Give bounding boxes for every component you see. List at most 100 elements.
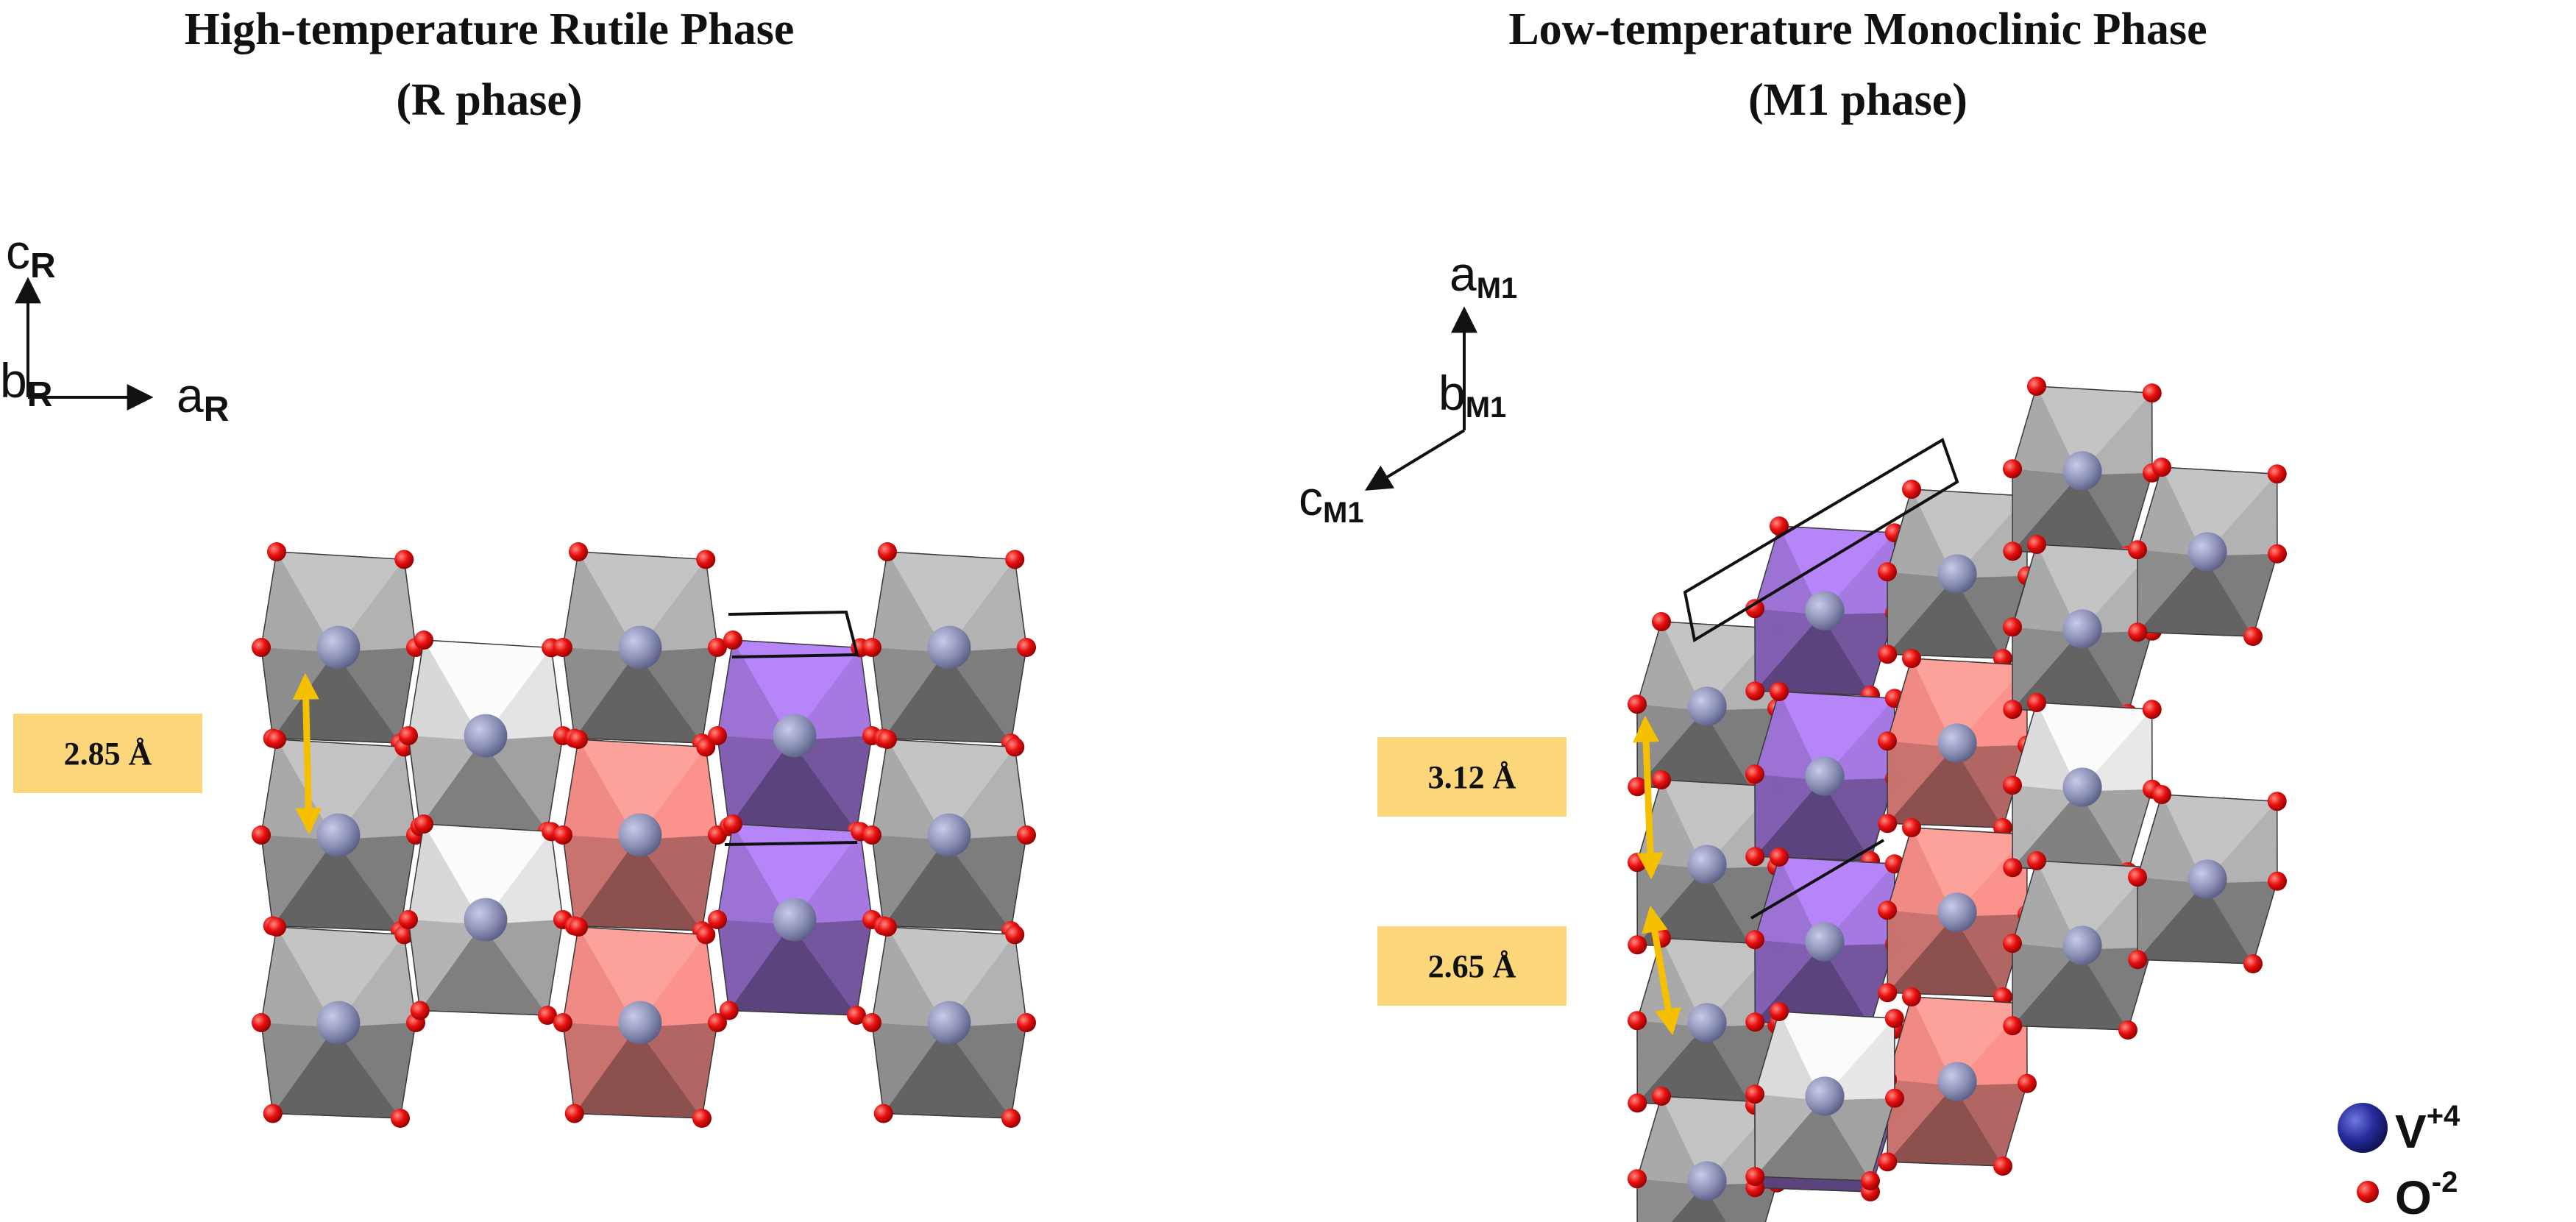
octahedron — [553, 730, 727, 940]
vanadium-atom — [2062, 926, 2102, 965]
oxygen-atom — [873, 1104, 893, 1123]
oxygen-atom — [1652, 770, 1671, 789]
oxygen-atom — [2027, 535, 2046, 554]
legend-oxygen-label: O-2 — [2395, 1166, 2458, 1222]
axis-a-m1-label: aM1 — [1450, 246, 1517, 305]
oxygen-atom — [1001, 1109, 1021, 1128]
axis-c-m1-label: cM1 — [1299, 471, 1364, 529]
octahedron — [862, 542, 1036, 753]
vanadium-atom — [2188, 859, 2227, 899]
oxygen-atom — [252, 638, 271, 657]
oxygen-atom — [1652, 1087, 1671, 1106]
vanadium-atom — [1805, 756, 1845, 796]
vanadium-atom — [464, 898, 508, 942]
oxygen-atom — [1884, 1009, 1904, 1029]
axis-c-m1-arrow — [1364, 429, 1466, 491]
oxygen-atom — [2267, 792, 2287, 811]
oxygen-atom — [2128, 540, 2147, 560]
oxygen-atom — [564, 1104, 584, 1123]
oxygen-atom — [2128, 867, 2147, 887]
oxygen-atom — [1878, 983, 1898, 1003]
oxygen-atom — [2018, 1073, 2037, 1093]
oxygen-atom — [1005, 925, 1025, 945]
octahedron — [1878, 987, 2037, 1176]
rutile-phase-title: High-temperature Rutile Phase (R phase) — [0, 0, 979, 135]
axis-a-r-label: aR — [177, 368, 229, 429]
vanadium-atom — [316, 625, 361, 669]
vanadium-atom — [1687, 845, 1727, 884]
octahedron — [2003, 377, 2162, 565]
oxygen-atom — [862, 1013, 881, 1032]
oxygen-atom — [399, 910, 418, 929]
oxygen-atom — [2142, 383, 2162, 403]
monoclinic-axes: aM1 bM1 cM1 — [1299, 246, 1517, 529]
oxygen-atom — [1745, 930, 1764, 950]
oxygen-atom — [1770, 516, 1789, 536]
oxygen-atom — [1652, 612, 1671, 631]
vanadium-atom — [1937, 892, 1977, 932]
oxygen-atom — [2128, 950, 2148, 970]
octahedron — [1745, 1002, 1904, 1190]
oxygen-atom — [1770, 848, 1789, 867]
oxygen-atom — [1745, 599, 1764, 619]
vanadium-atom — [773, 714, 817, 758]
legend-vanadium-label: V+4 — [2395, 1100, 2460, 1158]
oxygen-atom — [2027, 851, 2046, 870]
oxygen-atom — [1628, 1011, 1647, 1031]
vanadium-atom — [1937, 554, 1977, 594]
oxygen-atom — [1628, 777, 1647, 797]
octahedron — [862, 917, 1036, 1128]
oxygen-atom — [708, 1013, 727, 1032]
octahedron — [708, 814, 881, 1025]
vanadium-atom — [618, 1001, 662, 1045]
octahedron — [2003, 693, 2162, 881]
oxygen-atom — [2027, 693, 2046, 712]
oxygen-atom — [1745, 1167, 1765, 1187]
oxygen-atom — [1628, 935, 1647, 955]
oxygen-atom — [708, 910, 727, 929]
vanadium-atom — [927, 813, 971, 857]
oxygen-atom — [414, 814, 433, 834]
vanadium-atom — [773, 898, 817, 942]
oxygen-atom — [1885, 1088, 1904, 1108]
vanadium-atom — [618, 813, 662, 857]
oxygen-atom — [878, 730, 897, 749]
oxygen-atom — [252, 1013, 271, 1032]
oxygen-atom — [267, 730, 286, 749]
vanadium-atom — [1687, 1003, 1727, 1042]
oxygen-atom — [696, 925, 716, 945]
oxygen-atom — [553, 1013, 572, 1032]
oxygen-atom — [1861, 1171, 1880, 1190]
oxygen-atom — [2128, 622, 2148, 642]
oxygen-atom — [1628, 1169, 1647, 1189]
octahedron — [553, 542, 727, 753]
octahedron — [252, 730, 425, 940]
vanadium-atom — [1937, 1062, 1977, 1101]
octahedra-layer — [252, 377, 2287, 1222]
oxygen-atom — [1878, 900, 1897, 920]
oxygen-atom — [2003, 700, 2023, 720]
oxygen-atom — [847, 1006, 866, 1025]
distance-arrow-rutile — [292, 672, 322, 835]
oxygen-atom — [538, 1006, 557, 1025]
vanadium-atom — [618, 625, 662, 669]
oxygen-atom — [2142, 700, 2162, 720]
octahedron — [252, 917, 425, 1128]
monoclinic-title-line2: (M1 phase) — [1748, 75, 1968, 125]
oxygen-atom — [553, 825, 572, 845]
oxygen-atom — [569, 917, 588, 937]
distance-arrow-m1-long — [1633, 715, 1664, 880]
oxygen-atom — [2268, 871, 2287, 891]
oxygen-atom — [708, 726, 727, 745]
vanadium-atom — [1937, 723, 1977, 763]
oxygen-atom — [1902, 818, 1921, 837]
oxygen-atom — [1745, 764, 1764, 784]
vanadium-atom — [316, 1001, 361, 1045]
octahedron — [1878, 818, 2037, 1006]
octahedron — [553, 917, 727, 1128]
oxygen-atom — [723, 630, 742, 650]
oxygen-atom — [410, 1001, 430, 1020]
oxygen-atom — [1628, 1093, 1647, 1113]
distance-arrows — [292, 672, 1681, 1036]
vanadium-atom — [1805, 922, 1845, 962]
